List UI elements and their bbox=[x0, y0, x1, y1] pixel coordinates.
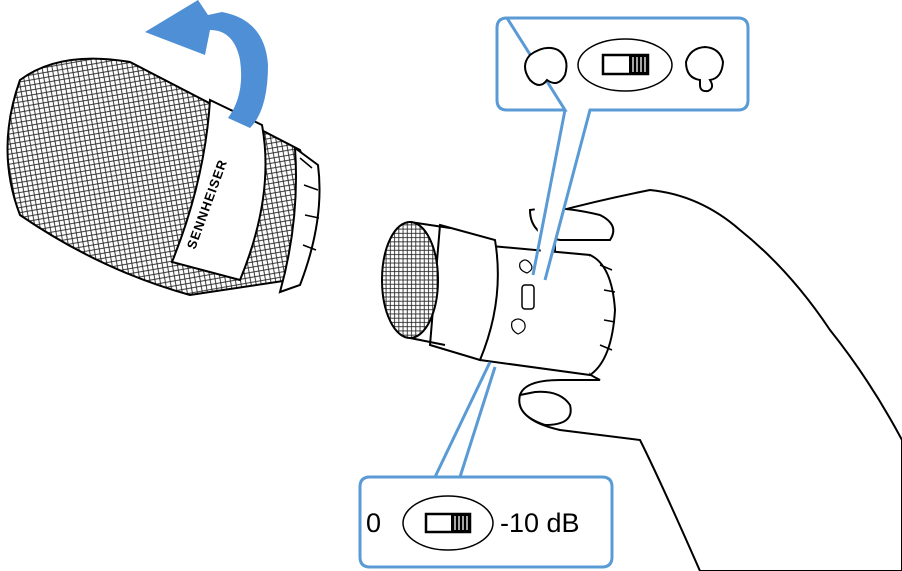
microphone-capsule bbox=[381, 221, 617, 377]
attenuation-switch-icon bbox=[402, 495, 494, 551]
rotate-arrow-icon bbox=[145, 0, 268, 128]
pickup-switch-icon bbox=[577, 38, 673, 92]
pickup-pattern-callout bbox=[495, 16, 750, 281]
cardioid-pattern-icon bbox=[524, 46, 568, 86]
attenuation-callout: 0 -10 dB bbox=[358, 361, 614, 569]
grille-basket: SENNHEISER bbox=[6, 57, 321, 297]
supercardioid-pattern-icon bbox=[684, 45, 725, 93]
attenuation-minus10db-label: -10 dB bbox=[500, 508, 580, 538]
attenuation-0-label: 0 bbox=[366, 508, 381, 538]
